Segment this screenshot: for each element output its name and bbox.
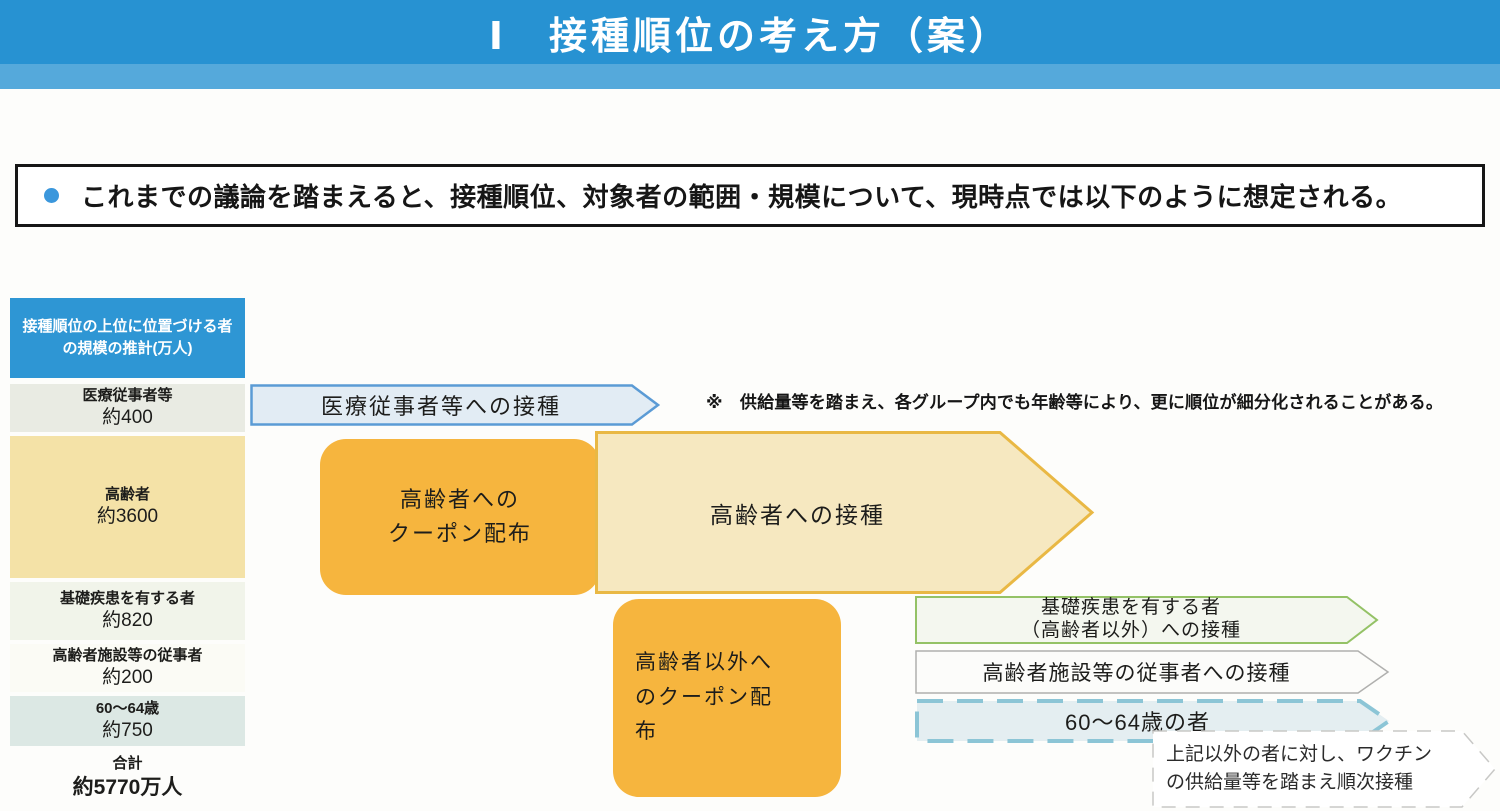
summary-box: これまでの議論を踏まえると、接種順位、対象者の範囲・規模について、現時点では以下… (15, 164, 1485, 227)
right-arrow-shape (595, 431, 1095, 594)
row-value: 約400 (102, 407, 153, 429)
table-row-facility-workers: 高齢者施設等の従事者 約200 (10, 644, 245, 692)
table-row-total: 合計 約5770万人 (10, 750, 245, 804)
non-elderly-coupon-box: 高齢者以外へ のクーポン配 布 (613, 599, 841, 797)
others-sequential-vaccination-arrow: 上記以外の者に対し、ワクチン の供給量等を踏まえ順次接種 (1152, 730, 1497, 808)
right-arrow-shape (915, 650, 1390, 694)
page-title: Ⅰ 接種順位の考え方（案） (488, 15, 1012, 58)
box-label: 高齢者への クーポン配布 (387, 486, 532, 546)
row-value: 約820 (102, 610, 153, 632)
row-label: 医療従事者等 (82, 387, 173, 405)
row-label: 合計 (112, 754, 143, 772)
table-row-underlying-conditions: 基礎疾患を有する者 約820 (10, 582, 245, 640)
table-row-elderly: 高齢者 約3600 (10, 436, 245, 578)
arrow-label: 高齢者施設等の従事者への接種 (982, 662, 1291, 685)
arrow-label: 医療従事者等への接種 (320, 394, 561, 419)
underlying-conditions-vaccination-arrow: 基礎疾患を有する者 （高齢者以外）への接種 (915, 596, 1380, 644)
elderly-vaccination-arrow: 高齢者への接種 (595, 431, 1095, 594)
dashed-right-arrow-shape (1152, 730, 1496, 808)
row-value: 約750 (102, 720, 153, 742)
row-label: 高齢者 (104, 486, 150, 504)
row-value: 約3600 (96, 506, 159, 528)
table-row-medical-workers: 医療従事者等 約400 (10, 384, 245, 432)
right-arrow-shape (915, 596, 1379, 644)
subdivision-footnote: ※ 供給量等を踏まえ、各グループ内でも年齢等により、更に順位が細分化されることが… (706, 393, 1444, 412)
row-value: 約200 (102, 667, 153, 689)
row-label: 60～64歳 (95, 700, 160, 718)
right-arrow-shape (250, 384, 660, 426)
elderly-coupon-box: 高齢者への クーポン配布 (320, 439, 600, 595)
summary-text: これまでの議論を踏まえると、接種順位、対象者の範囲・規模について、現時点では以下… (81, 182, 1403, 212)
facility-workers-vaccination-arrow: 高齢者施設等の従事者への接種 (915, 650, 1390, 694)
title-sub-band (0, 64, 1500, 89)
medical-workers-vaccination-arrow: 医療従事者等への接種 (250, 384, 660, 426)
arrow-label: 基礎疾患を有する者 （高齢者以外）への接種 (1020, 597, 1241, 641)
row-label: 基礎疾患を有する者 (59, 590, 195, 608)
table-header: 接種順位の上位に位置づける者の規模の推計(万人) (10, 298, 245, 378)
box-label: 高齢者以外へ のクーポン配 布 (635, 651, 773, 744)
title-bar: Ⅰ 接種順位の考え方（案） (0, 0, 1500, 64)
arrow-label: 高齢者への接種 (710, 501, 885, 528)
table-row-age-60-64: 60～64歳 約750 (10, 696, 245, 746)
row-label: 高齢者施設等の従事者 (52, 647, 203, 665)
bullet-icon (44, 188, 59, 203)
row-value: 約5770万人 (72, 775, 183, 799)
arrow-label: 上記以外の者に対し、ワクチン の供給量等を踏まえ順次接種 (1166, 743, 1433, 794)
